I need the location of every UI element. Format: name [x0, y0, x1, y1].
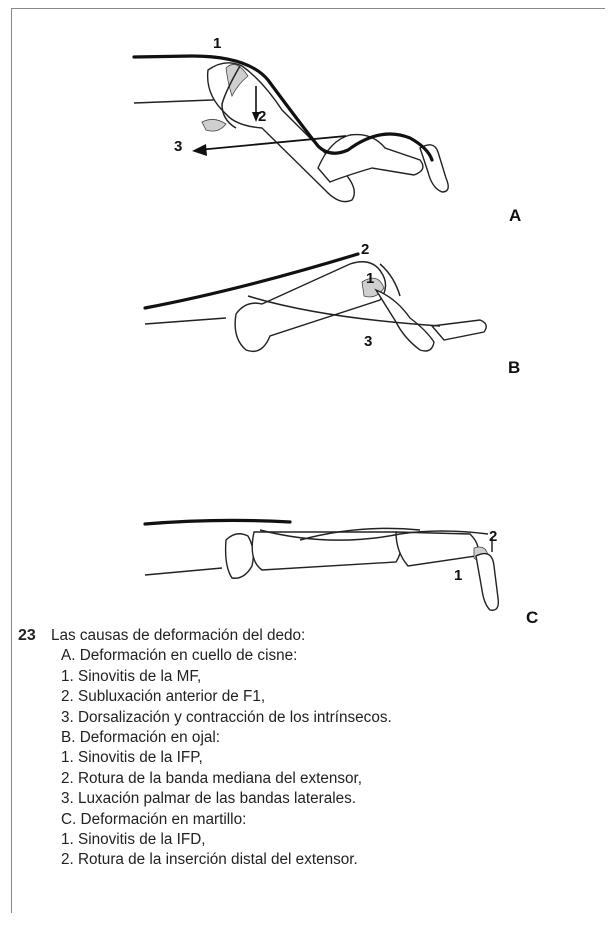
caption-line: 1. Sinovitis de la IFD, — [61, 830, 593, 850]
caption-title: Las causas de deformación del dedo: — [51, 626, 593, 646]
panel-c-metacarpal-head — [226, 534, 254, 579]
caption-number: 23 — [18, 626, 36, 646]
panel-b-volar-outline — [145, 318, 226, 324]
caption-line: 1. Sinovitis de la MF, — [61, 667, 593, 687]
caption-line: 2. Subluxación anterior de F1, — [61, 687, 593, 707]
caption-line: 3. Luxación palmar de las bandas lateral… — [61, 789, 593, 809]
panel-b-marker-1: 1 — [366, 270, 374, 287]
panel-c-drawing: 2 1 — [145, 520, 498, 610]
caption-line: C. Deformación en martillo: — [61, 810, 593, 830]
panel-b-marker-3: 3 — [364, 333, 372, 350]
finger-deformation-figure: 1 2 3 2 1 3 2 1 — [0, 0, 614, 620]
panel-a-marker-1: 1 — [213, 35, 221, 52]
panel-label-c: C — [526, 608, 538, 628]
panel-a-synovitis-volar — [202, 119, 226, 131]
panel-a-arrow-3-head — [192, 144, 207, 156]
panel-label-b: B — [508, 358, 520, 378]
caption-line: B. Deformación en ojal: — [61, 728, 593, 748]
panel-a-marker-2: 2 — [258, 108, 266, 125]
panel-c-marker-1: 1 — [454, 567, 462, 584]
caption-line: 2. Rotura de la banda mediana del extens… — [61, 769, 593, 789]
panel-b-phalanx-3 — [432, 320, 486, 340]
figure-caption: 23 Las causas de deformación del dedo: A… — [33, 626, 593, 871]
caption-line: 1. Sinovitis de la IFP, — [61, 748, 593, 768]
panel-a-marker-3: 3 — [174, 138, 182, 155]
panel-label-a: A — [509, 206, 521, 226]
panel-b-drawing: 2 1 3 — [145, 241, 486, 351]
panel-a-drawing: 1 2 3 — [134, 35, 448, 202]
caption-line: 2. Rotura de la inserción distal del ext… — [61, 850, 593, 870]
panel-b-phalanx-1 — [235, 262, 385, 352]
panel-a-phalanx-2 — [318, 135, 423, 182]
panel-c-marker-2: 2 — [489, 528, 497, 545]
caption-line: A. Deformación en cuello de cisne: — [61, 646, 593, 666]
caption-body: Las causas de deformación del dedo: A. D… — [33, 626, 593, 871]
panel-b-marker-2: 2 — [361, 241, 369, 258]
panel-c-phalanx-2 — [396, 532, 478, 566]
panel-a-phalanx-3 — [420, 145, 448, 192]
caption-line: 3. Dorsalización y contracción de los in… — [61, 708, 593, 728]
panel-c-phalanx-3 — [476, 554, 498, 611]
panel-c-volar-outline — [145, 568, 222, 575]
panel-b-phalanx-2 — [376, 290, 434, 351]
panel-c-extensor-tendon — [145, 520, 290, 524]
